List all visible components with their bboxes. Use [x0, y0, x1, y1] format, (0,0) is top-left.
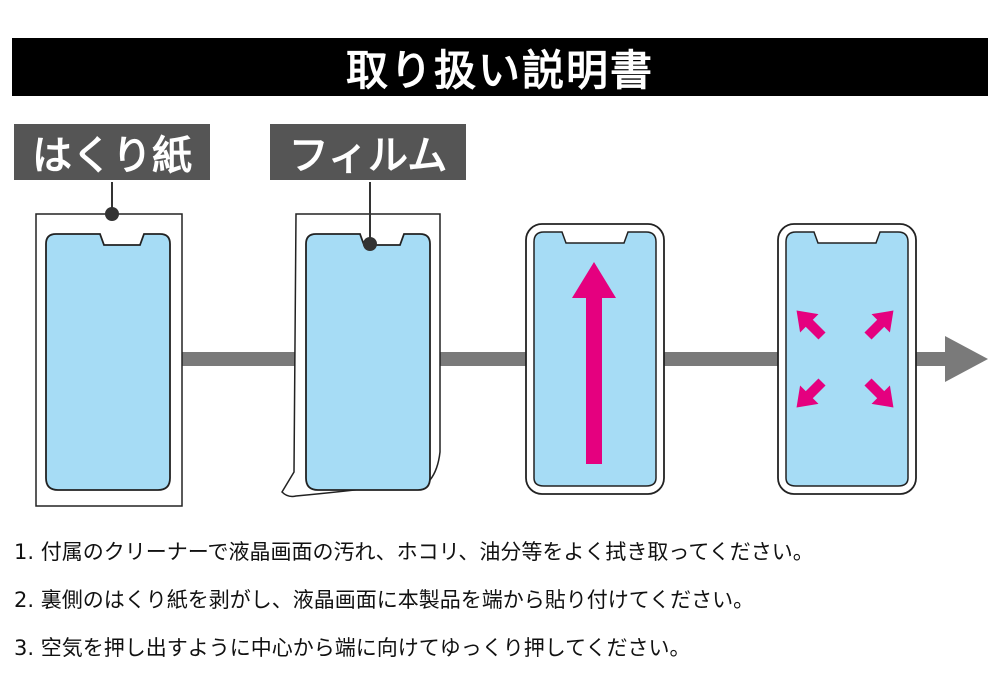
film-illustration [281, 182, 441, 498]
spread-arrows-icon [796, 310, 894, 408]
phone-press-illustration [777, 223, 917, 495]
instruction-step-2: 2. 裏側のはくり紙を剥がし、液晶画面に本製品を端から貼り付けてください。 [14, 588, 755, 612]
release-paper-illustration [35, 182, 183, 507]
instruction-step-3: 3. 空気を押し出すように中心から端に向けてゆっくり押してください。 [14, 636, 691, 660]
instruction-list: 1. 付属のクリーナーで液晶画面の汚れ、ホコリ、油分等をよく拭き取ってください。… [14, 528, 994, 672]
up-arrow-icon [572, 262, 616, 464]
phone-apply-illustration [525, 223, 665, 495]
page-title: 取り扱い説明書 [12, 38, 988, 96]
label-film: フィルム [270, 124, 466, 180]
instruction-step-1: 1. 付属のクリーナーで液晶画面の汚れ、ホコリ、油分等をよく拭き取ってください。 [14, 540, 814, 564]
label-release-paper: はくり紙 [14, 124, 210, 180]
